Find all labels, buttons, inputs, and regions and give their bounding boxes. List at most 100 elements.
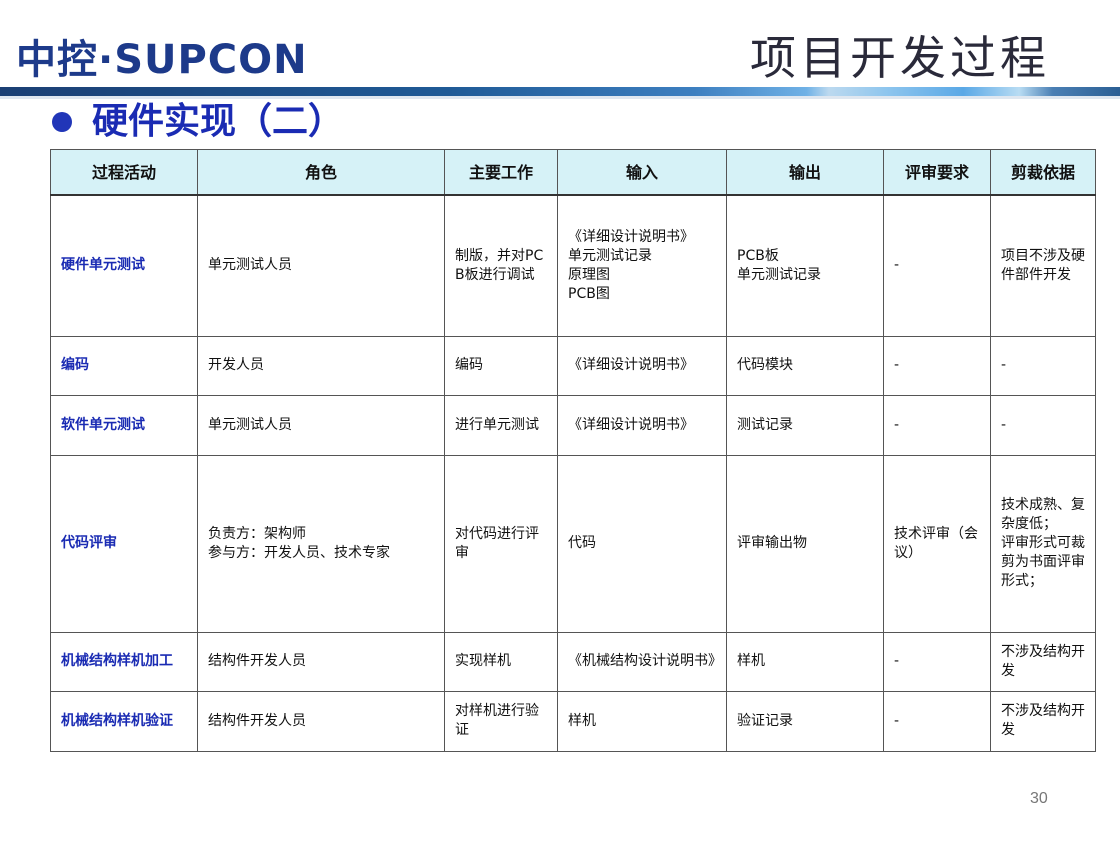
process-table: 过程活动 角色 主要工作 输入 输出 评审要求 剪裁依据 硬件单元测试单元测试人… [50, 149, 1096, 752]
table-row: 代码评审负责方：架构师参与方：开发人员、技术专家对代码进行评审代码评审输出物技术… [50, 454, 1096, 633]
tailor-cell: - [990, 335, 1096, 396]
input-line: 代码 [568, 535, 596, 551]
input-line: 《详细设计说明书》 [568, 357, 694, 373]
output-cell: 评审输出物 [726, 454, 884, 633]
work-cell: 进行单元测试 [444, 394, 558, 456]
activity-cell: 编码 [50, 335, 198, 396]
role-cell: 单元测试人员 [197, 394, 445, 456]
role-line: 负责方：架构师 [208, 525, 306, 542]
activity-cell: 代码评审 [50, 454, 198, 633]
role-line: 单元测试人员 [208, 416, 292, 433]
role-cell: 单元测试人员 [197, 194, 445, 337]
role-line: 开发人员 [208, 357, 264, 373]
tailor-line: 评审形式可裁剪为书面评审形式； [1001, 535, 1085, 589]
input-line: 原理图 [568, 266, 610, 283]
input-line: 样机 [568, 712, 596, 729]
column-header: 输出 [726, 149, 884, 196]
review-cell: - [883, 335, 991, 396]
table-row: 机械结构样机加工结构件开发人员实现样机 《机械结构设计说明书》样机 - 不涉及结构开发 [50, 631, 1096, 692]
input-line: 单元测试记录 [568, 247, 652, 264]
tailor-cell: - [990, 394, 1096, 456]
work-line: 编码 [455, 357, 483, 373]
page-title: 项目开发过程 [750, 31, 1050, 85]
page-number: 30 [1030, 790, 1048, 807]
section-heading: 硬件实现（二） [52, 98, 344, 146]
role-cell: 负责方：架构师参与方：开发人员、技术专家 [197, 454, 445, 633]
role-line: 结构件开发人员 [208, 712, 306, 729]
column-header: 过程活动 [50, 149, 198, 196]
tailor-cell: 不涉及结构开发 [990, 631, 1096, 692]
review-line: - [894, 653, 900, 669]
review-cell: - [883, 394, 991, 456]
work-line: 对样机进行验证 [455, 703, 539, 738]
tailor-line: - [1001, 416, 1007, 433]
work-cell: 对样机进行验证 [444, 690, 558, 752]
review-cell: - [883, 631, 991, 692]
review-line: - [894, 712, 900, 729]
tailor-line: 不涉及结构开发 [1001, 643, 1085, 679]
output-line: 单元测试记录 [737, 266, 821, 283]
activity-cell: 软件单元测试 [50, 394, 198, 456]
input-line: PCB图 [568, 285, 610, 302]
output-line: 评审输出物 [737, 535, 807, 551]
output-line: 代码模块 [737, 357, 793, 373]
review-line: - [894, 257, 900, 274]
section-heading-text: 硬件实现（二） [92, 101, 345, 142]
input-cell: 代码 [557, 454, 727, 633]
column-header: 角色 [197, 149, 445, 196]
input-cell: 《详细设计说明书》 [557, 394, 727, 456]
work-line: 实现样机 [455, 653, 511, 669]
table-row: 硬件单元测试单元测试人员制版，并对PCB板进行调试《详细设计说明书》单元测试记录… [50, 194, 1096, 337]
table-header-row: 过程活动 角色 主要工作 输入 输出 评审要求 剪裁依据 [50, 149, 1096, 196]
bullet-icon [52, 112, 72, 132]
activity-cell: 机械结构样机验证 [50, 690, 198, 752]
output-cell: PCB板单元测试记录 [726, 194, 884, 337]
review-line: 技术评审（会议） [894, 525, 978, 561]
activity-cell: 硬件单元测试 [50, 194, 198, 337]
activity-cell: 机械结构样机加工 [50, 631, 198, 692]
supcon-logo: 中控·SUPCON [16, 37, 308, 83]
tailor-line: 技术成熟、复杂度低； [1001, 497, 1085, 532]
input-cell: 《详细设计说明书》单元测试记录原理图 PCB图 [557, 194, 727, 337]
role-cell: 结构件开发人员 [197, 631, 445, 692]
role-line: 单元测试人员 [208, 257, 292, 274]
column-header: 主要工作 [444, 149, 558, 196]
work-cell: 编码 [444, 335, 558, 396]
output-cell: 样机 [726, 631, 884, 692]
role-line: 参与方：开发人员、技术专家 [208, 544, 390, 561]
header-stripe-shadow [0, 96, 1120, 99]
output-cell: 代码模块 [726, 335, 884, 396]
tailor-cell: 不涉及结构开发 [990, 690, 1096, 752]
table-row: 机械结构样机验证结构件开发人员 对样机进行验证 样机 验证记录 - 不涉及结构开发 [50, 690, 1096, 752]
input-cell: 《机械结构设计说明书》 [557, 631, 727, 692]
input-line: 《详细设计说明书》 [568, 416, 694, 433]
tailor-cell: 项目不涉及硬件部件开发 [990, 194, 1096, 337]
input-cell: 《详细设计说明书》 [557, 335, 727, 396]
work-cell: 制版，并对PCB板进行调试 [444, 194, 558, 337]
work-line: 进行单元测试 [455, 416, 539, 433]
output-line: PCB板 [737, 247, 779, 264]
table-row: 软件单元测试单元测试人员 进行单元测试 《详细设计说明书》 测试记录 -- [50, 394, 1096, 456]
table-row: 编码开发人员编码《详细设计说明书》代码模块-- [50, 335, 1096, 396]
output-line: 测试记录 [737, 416, 793, 433]
tailor-line: 项目不涉及硬件部件开发 [1001, 247, 1085, 283]
review-cell: 技术评审（会议） [883, 454, 991, 633]
column-header: 评审要求 [883, 149, 991, 196]
review-cell: - [883, 690, 991, 752]
header-stripe [0, 87, 1120, 96]
tailor-line: - [1001, 357, 1007, 373]
role-cell: 开发人员 [197, 335, 445, 396]
review-cell: - [883, 194, 991, 337]
tailor-cell: 技术成熟、复杂度低；评审形式可裁剪为书面评审形式； [990, 454, 1096, 633]
work-cell: 对代码进行评审 [444, 454, 558, 633]
work-line: 制版，并对PCB板进行调试 [455, 247, 544, 283]
output-cell: 验证记录 [726, 690, 884, 752]
output-line: 样机 [737, 653, 765, 669]
work-line: 对代码进行评审 [455, 525, 539, 561]
output-line: 验证记录 [737, 712, 793, 729]
input-line: 《详细设计说明书》 [568, 228, 694, 245]
role-cell: 结构件开发人员 [197, 690, 445, 752]
output-cell: 测试记录 [726, 394, 884, 456]
review-line: - [894, 357, 900, 373]
